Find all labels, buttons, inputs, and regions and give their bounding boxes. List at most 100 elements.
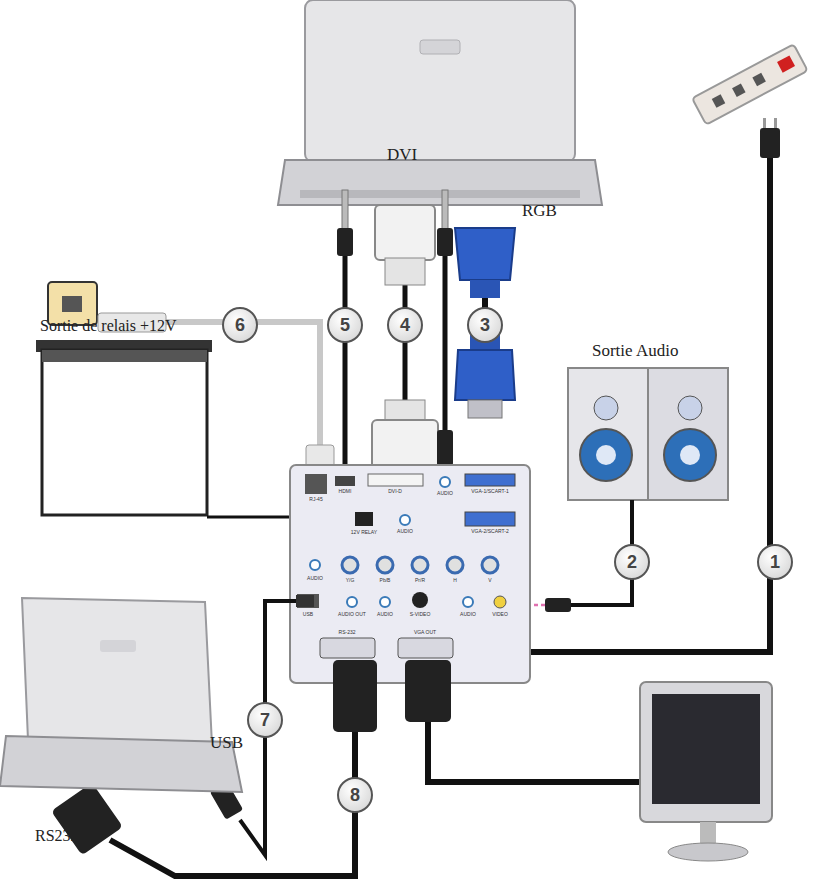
callout-circle <box>468 308 502 342</box>
monitor <box>668 843 748 861</box>
projector-panel <box>447 557 463 573</box>
projector-panel <box>494 596 506 608</box>
laptop-top <box>305 0 575 162</box>
projector-panel <box>320 638 375 658</box>
callout-number: 2 <box>627 553 637 571</box>
projection-screen <box>42 350 207 515</box>
port-label: H <box>453 578 457 583</box>
projector-panel <box>465 512 515 526</box>
audio-cable <box>342 190 348 230</box>
speakers <box>664 429 716 481</box>
monitor <box>700 822 716 844</box>
usb-cable <box>210 595 314 855</box>
vga-cable <box>470 280 500 298</box>
projector-panel <box>290 465 530 683</box>
audio-cable <box>437 190 453 480</box>
usb-cable <box>296 595 314 607</box>
callout-number: 6 <box>235 316 245 334</box>
port-label: AUDIO <box>307 576 323 581</box>
projector-panel <box>310 560 320 570</box>
projection-screen <box>42 350 207 362</box>
power-strip <box>732 84 746 98</box>
power-strip <box>777 55 795 72</box>
port-label: RS-232 <box>339 630 356 635</box>
port-label: VGA-2/SCART-2 <box>471 529 508 534</box>
callout-circle <box>388 308 422 342</box>
device-label: Sortie de relais +12V <box>40 318 177 334</box>
port-label: AUDIO OUT <box>338 612 366 617</box>
power-strip <box>525 158 770 652</box>
callout-circle <box>223 308 792 812</box>
port-label: AUDIO <box>460 612 476 617</box>
laptop-bottom <box>0 598 242 792</box>
dvi-cable <box>372 420 438 470</box>
dvi-cable <box>385 258 425 285</box>
power-strip <box>692 44 808 124</box>
callout-circle <box>758 545 792 579</box>
device-label: USB <box>210 734 243 751</box>
port-label: DVI-D <box>388 489 402 494</box>
speakers <box>648 368 728 500</box>
callout-number: 4 <box>400 316 410 334</box>
callout-number: 7 <box>260 711 270 729</box>
audio-cable <box>437 228 453 256</box>
monitor-cable <box>405 660 645 782</box>
speakers <box>580 429 632 481</box>
laptop-bottom <box>100 640 136 652</box>
projector-panel <box>400 515 410 525</box>
callout-number: 5 <box>340 316 350 334</box>
projector-panel <box>398 638 453 658</box>
usb-cable <box>240 601 300 855</box>
audio-cable <box>443 255 448 430</box>
power-strip <box>692 44 808 124</box>
audio-cable <box>337 228 353 256</box>
port-label: RJ-45 <box>309 497 322 502</box>
audio-cable <box>442 190 448 230</box>
projector-panel <box>342 557 358 573</box>
callout-circle <box>223 308 257 342</box>
callout-number: 1 <box>770 553 780 571</box>
projector-panel <box>368 474 423 486</box>
port-label: Y/G <box>346 578 355 583</box>
projector-panel <box>347 597 357 607</box>
laptop-bottom <box>0 736 242 792</box>
device-label: RS232 <box>35 828 79 844</box>
speakers <box>596 445 616 465</box>
laptop-top <box>278 0 602 205</box>
projector-panel <box>377 557 393 573</box>
projector-panel <box>465 474 515 486</box>
ethernet-cable <box>62 296 82 312</box>
projector-panel <box>297 594 319 608</box>
laptop-top <box>278 160 602 205</box>
audio-cable <box>437 430 453 466</box>
port-label: AUDIO <box>377 612 393 617</box>
projector-panel <box>463 597 473 607</box>
projector-panel <box>305 474 327 494</box>
laptop-bottom <box>22 598 212 745</box>
device-label: Sortie Audio <box>592 342 678 359</box>
projector-panel <box>355 512 373 526</box>
power-strip <box>760 128 780 158</box>
projector-panel <box>335 476 355 486</box>
port-label: HDMI <box>339 489 352 494</box>
callout-number: 8 <box>350 786 360 804</box>
vga-cable <box>455 350 515 400</box>
device-label: DVI <box>387 146 417 163</box>
port-label: USB <box>303 612 313 617</box>
projector-panel <box>290 465 530 683</box>
rs232-cable <box>333 660 377 732</box>
port-label: VGA-1/SCART-1 <box>471 489 508 494</box>
projector-panel <box>412 592 428 608</box>
speakers <box>545 598 571 612</box>
speakers <box>680 445 700 465</box>
callout-circle <box>338 778 372 812</box>
projector-panel <box>482 557 498 573</box>
speakers <box>568 368 648 500</box>
rs232-cable <box>51 783 123 856</box>
dvi-cable <box>372 205 438 470</box>
callout-circle <box>328 308 362 342</box>
dvi-cable <box>385 400 425 422</box>
vga-cable <box>468 400 502 418</box>
port-label: AUDIO <box>397 529 413 534</box>
